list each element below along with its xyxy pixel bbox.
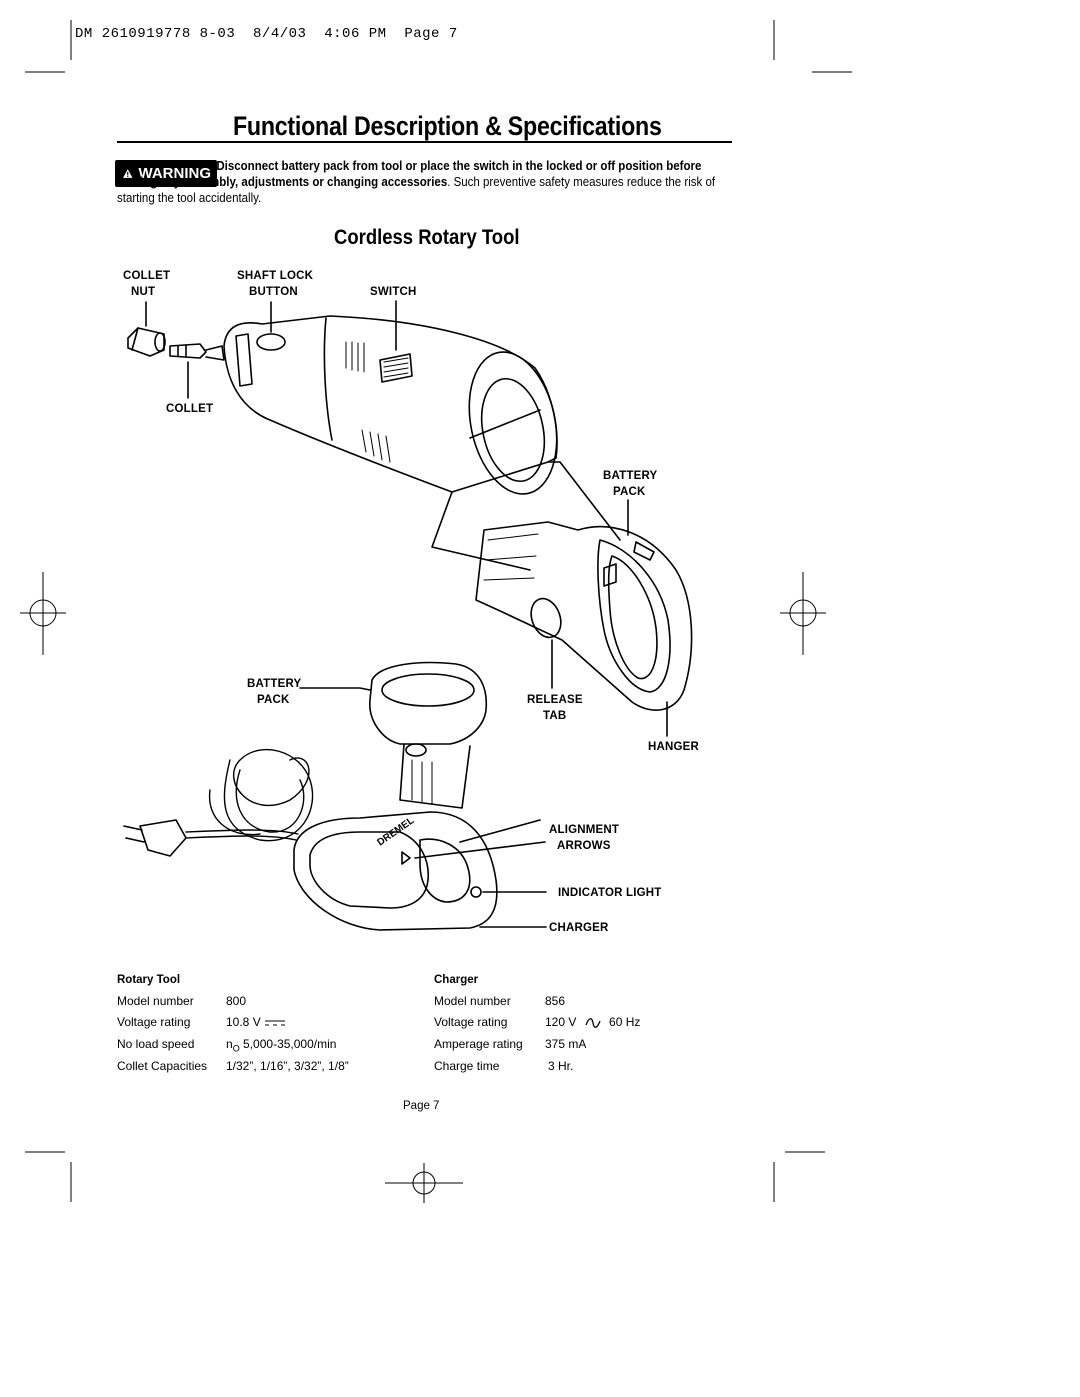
label-charger: CHARGER: [549, 922, 609, 934]
label-battery-pack-top-line2: PACK: [613, 486, 646, 498]
dc-symbol-icon: [265, 1020, 286, 1026]
spec-charger-model-value: 856: [545, 994, 566, 1008]
label-collet: COLLET: [166, 403, 214, 415]
page-number: Page 7: [403, 1100, 440, 1112]
label-release-tab-line2: TAB: [543, 710, 567, 722]
page-title: Functional Description & Specifications: [233, 111, 662, 141]
spec-rotary-speed-label: No load speed: [117, 1037, 195, 1051]
label-collet-nut-line2: NUT: [131, 286, 156, 298]
rotary-voltage-text: 10.8 V: [226, 1015, 261, 1029]
charger-voltage-text: 120 V: [545, 1015, 577, 1029]
warning-triangle-icon: [123, 169, 133, 178]
warning-normal-text: . Such preventive safety measures reduce…: [117, 175, 716, 205]
label-indicator-light: INDICATOR LIGHT: [558, 887, 662, 899]
print-header: DM 2610919778 8-03 8/4/03 4:06 PM Page 7: [75, 26, 458, 42]
label-alignment-arrows-line2: ARROWS: [557, 840, 611, 852]
warning-label: WARNING: [138, 165, 212, 182]
spec-charger-voltage-value: 120 V 60 Hz: [545, 1015, 640, 1029]
label-alignment-arrows-line1: ALIGNMENT: [549, 824, 620, 836]
label-shaft-lock-line2: BUTTON: [249, 286, 298, 298]
spec-charger-time-value: 3 Hr.: [548, 1059, 574, 1073]
spec-charger-amperage-label: Amperage rating: [434, 1037, 523, 1051]
label-collet-nut-line1: COLLET: [123, 270, 171, 282]
spec-charger-heading: Charger: [434, 974, 479, 986]
section-title: Cordless Rotary Tool: [334, 226, 520, 249]
warning-badge: WARNING: [115, 160, 217, 187]
spec-rotary-voltage-value: 10.8 V: [226, 1015, 286, 1029]
speed-symbol: n: [226, 1037, 233, 1051]
spec-rotary-speed-value: nO 5,000-35,000/min: [226, 1037, 336, 1053]
label-switch: SWITCH: [370, 286, 417, 298]
spec-rotary-collet-label: Collet Capacities: [117, 1059, 208, 1073]
warning-text: Disconnect battery pack from tool or pla…: [117, 158, 733, 206]
spec-charger-time-label: Charge time: [434, 1059, 500, 1073]
spec-charger-model-label: Model number: [434, 994, 511, 1008]
warning-bold-text: Disconnect battery pack from tool or pla…: [117, 159, 702, 189]
spec-rotary-voltage-label: Voltage rating: [117, 1015, 191, 1029]
label-battery-pack-left-line1: BATTERY: [247, 678, 302, 690]
label-battery-pack-top-line1: BATTERY: [603, 470, 658, 482]
spec-rotary-model-label: Model number: [117, 994, 194, 1008]
spec-charger-amperage-value: 375 mA: [545, 1037, 587, 1051]
charger-frequency: 60 Hz: [609, 1015, 641, 1029]
spec-rotary-collet-value: 1/32”, 1/16”, 3/32”, 1/8”: [226, 1059, 349, 1073]
label-release-tab-line1: RELEASE: [527, 694, 583, 706]
label-battery-pack-left-line2: PACK: [257, 694, 290, 706]
label-shaft-lock-line1: SHAFT LOCK: [237, 270, 314, 282]
spec-charger-voltage-label: Voltage rating: [434, 1015, 508, 1029]
speed-subscript: O: [232, 1043, 240, 1054]
spec-rotary-model-value: 800: [226, 994, 247, 1008]
ac-symbol-icon: [585, 1017, 601, 1028]
spec-rotary-tool-heading: Rotary Tool: [117, 974, 181, 986]
speed-value: 5,000-35,000/min: [243, 1037, 337, 1051]
label-hanger: HANGER: [648, 741, 700, 753]
